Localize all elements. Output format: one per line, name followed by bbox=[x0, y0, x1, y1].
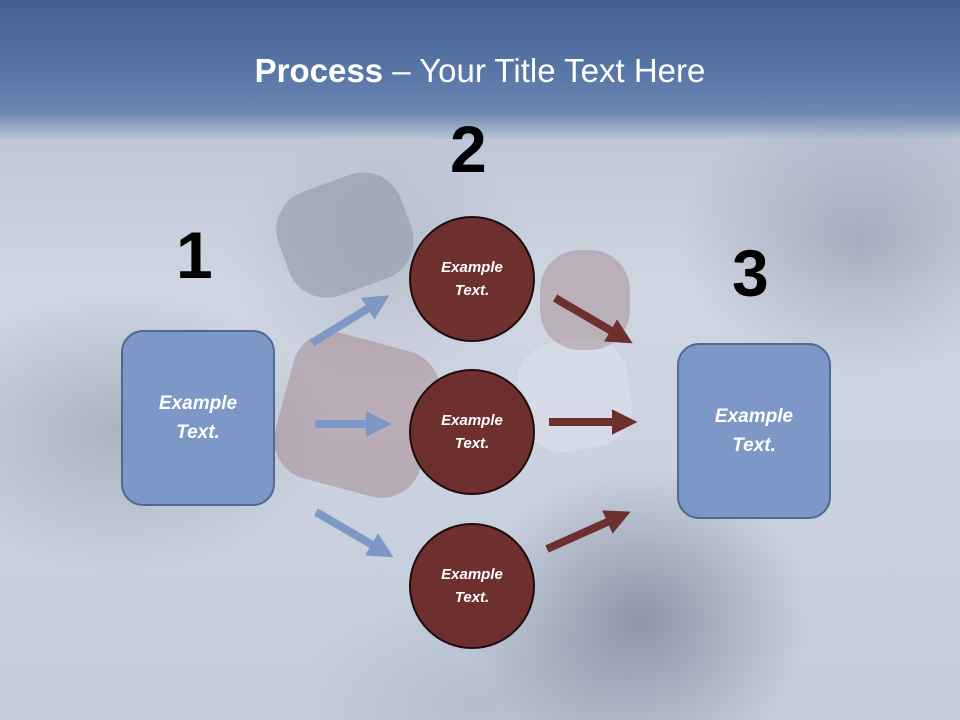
step-2-circle-middle: Example Text. bbox=[409, 369, 535, 495]
step-3-line-1: Example bbox=[714, 406, 794, 427]
circle-top-line-2: Text. bbox=[454, 282, 490, 299]
title-bold: Process bbox=[254, 52, 384, 89]
title-rest: – Your Title Text Here bbox=[383, 52, 706, 89]
step-3-box: Example Text. bbox=[677, 343, 831, 519]
step-1-line-2: Text. bbox=[176, 422, 220, 443]
arrow-to-circle-3 bbox=[313, 508, 394, 558]
circle-bottom-line-2: Text. bbox=[454, 589, 490, 606]
title-band bbox=[0, 0, 960, 140]
circle-bottom-line-1: Example bbox=[441, 566, 503, 583]
step-number-1: 1 bbox=[176, 218, 213, 292]
step-1-line-1: Example bbox=[158, 393, 238, 414]
step-number-3: 3 bbox=[732, 236, 769, 310]
arrow-from-circle-1 bbox=[552, 294, 633, 344]
step-2-circle-top: Example Text. bbox=[409, 216, 535, 342]
arrow-to-circle-1 bbox=[309, 295, 390, 347]
arrow-from-circle-3 bbox=[545, 510, 631, 553]
circle-top-line-1: Example bbox=[441, 259, 503, 276]
step-number-2: 2 bbox=[450, 112, 487, 186]
step-2-circle-bottom: Example Text. bbox=[409, 523, 535, 649]
circle-middle-line-2: Text. bbox=[454, 435, 490, 452]
circle-middle-line-1: Example bbox=[441, 412, 503, 429]
step-1-box: Example Text. bbox=[121, 330, 275, 506]
slide-title: Process – Your Title Text Here bbox=[0, 52, 960, 90]
step-3-line-2: Text. bbox=[732, 435, 776, 456]
